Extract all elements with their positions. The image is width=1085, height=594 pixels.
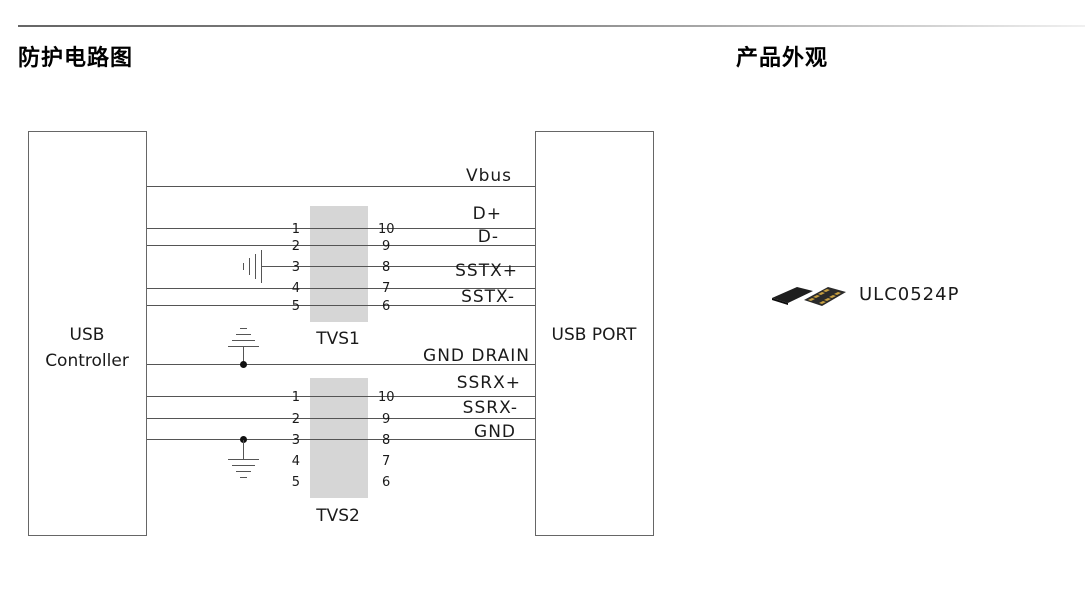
tvs2-pin-numbers: 1 2 3 4 5 10 9 8 7 6 — [292, 390, 395, 490]
product-part-number: ULC0524P — [859, 283, 960, 305]
label-vbus: Vbus — [466, 166, 512, 186]
tvs2-pin-right: 8 — [382, 433, 390, 448]
usb-port-label: USB PORT — [552, 325, 638, 345]
tvs2-pin-right: 6 — [382, 475, 390, 490]
tvs1-pin-right: 10 — [378, 222, 395, 237]
label-d-plus: D+ — [473, 204, 502, 224]
usb-controller-label-line1: USB — [70, 325, 105, 345]
tvs2-pin-left: 1 — [292, 390, 300, 405]
appearance-section-title: 产品外观 — [736, 46, 829, 71]
label-gnd-drain: GND DRAIN — [423, 346, 530, 366]
usb-controller-label-line2: Controller — [45, 351, 129, 371]
product-appearance: ULC0524P — [772, 279, 959, 309]
tvs1-pin-left: 1 — [292, 222, 300, 237]
tvs2-pin-left: 2 — [292, 412, 300, 427]
label-ssrx-minus: SSRX- — [463, 398, 518, 418]
gnd-ground-icon — [228, 440, 259, 478]
label-gnd: GND — [474, 422, 516, 442]
gnd-junction-dot — [240, 436, 247, 443]
tvs1-pin-numbers: 1 2 3 4 5 10 9 8 7 6 — [292, 222, 395, 314]
protection-circuit-diagram: USB Controller USB PORT TVS1 TVS2 1 2 3 … — [28, 131, 654, 536]
label-sstx-minus: SSTX- — [461, 287, 515, 307]
label-sstx-plus: SSTX+ — [455, 261, 518, 281]
tvs2-chip — [310, 378, 368, 498]
usb-controller-box — [28, 131, 147, 536]
tvs1-pin-left: 2 — [292, 239, 300, 254]
top-divider — [18, 25, 1085, 27]
label-ssrx-plus: SSRX+ — [457, 373, 521, 393]
tvs2-pin-left: 4 — [292, 454, 300, 469]
tvs1-pin-right: 9 — [382, 239, 390, 254]
label-d-minus: D- — [478, 227, 499, 247]
tvs2-pin-left: 5 — [292, 475, 300, 490]
signal-wires — [147, 186, 535, 440]
tvs1-chip — [310, 206, 368, 322]
circuit-section-title: 防护电路图 — [18, 46, 134, 71]
tvs1-pin3-ground-icon — [243, 250, 262, 283]
tvs1-pin-right: 6 — [382, 299, 390, 314]
tvs2-pin-left: 3 — [292, 433, 300, 448]
usb-port-box — [535, 131, 654, 536]
gnd-drain-junction-dot — [240, 361, 247, 368]
signal-labels: Vbus D+ D- SSTX+ SSTX- GND DRAIN SSRX+ S… — [423, 166, 530, 442]
ulc0524p-package-image — [772, 287, 846, 306]
tvs1-pin-left: 3 — [292, 260, 300, 275]
tvs1-label: TVS1 — [315, 329, 360, 349]
gnd-drain-ground-icon — [228, 328, 259, 364]
tvs2-pin-right: 7 — [382, 454, 390, 469]
tvs1-pin-right: 8 — [382, 260, 390, 275]
tvs1-pin-left: 4 — [292, 281, 300, 296]
tvs1-pin-left: 5 — [292, 299, 300, 314]
tvs2-label: TVS2 — [315, 506, 360, 526]
tvs2-pin-right: 10 — [378, 390, 395, 405]
tvs1-pin-right: 7 — [382, 281, 390, 296]
tvs2-pin-right: 9 — [382, 412, 390, 427]
